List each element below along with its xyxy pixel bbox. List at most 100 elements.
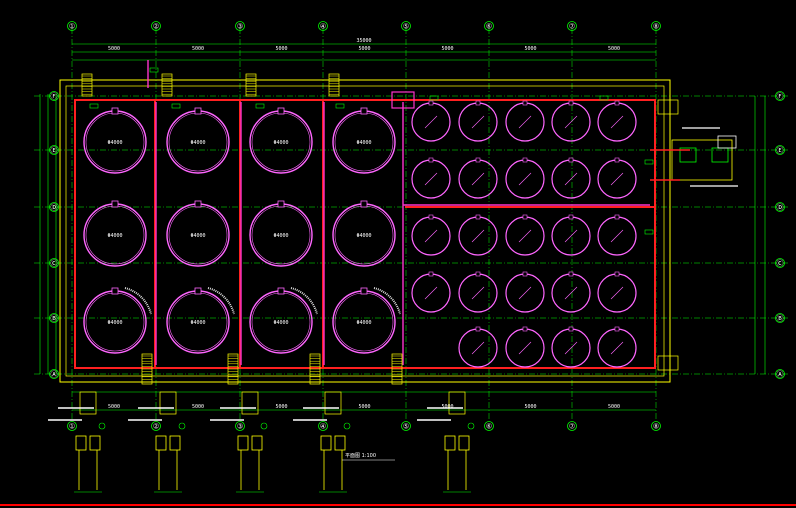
tank-inlet xyxy=(194,287,202,295)
stair xyxy=(328,73,340,97)
axis-label-1: ① xyxy=(69,22,75,30)
axis-bubble-row-5 xyxy=(775,313,785,323)
wall-tag xyxy=(89,103,99,109)
dim-text-bottom-2: 5000 xyxy=(192,404,204,410)
pump-marker xyxy=(98,422,106,430)
pump-box xyxy=(155,435,167,451)
axis-label-row-4: Ⓒ xyxy=(51,259,58,267)
tank-label: Φ4000 xyxy=(107,140,122,146)
axis-bubble-8 xyxy=(651,21,661,31)
axis-bubble-row-4 xyxy=(49,258,59,268)
pump-box xyxy=(169,435,181,451)
large-tanks: Φ4000Φ4000Φ4000Φ4000Φ4000Φ4000Φ4000Φ4000… xyxy=(83,107,401,354)
small-tank-inlet xyxy=(428,214,434,220)
small-tank-mark xyxy=(610,286,624,300)
axis-bubble-row-3 xyxy=(49,202,59,212)
stair xyxy=(81,73,93,97)
pump-frame xyxy=(159,391,177,415)
dim-text-5: 5000 xyxy=(441,46,453,52)
small-tank-mark xyxy=(610,115,624,129)
wall-tag xyxy=(171,103,181,109)
small-tank-mark xyxy=(610,172,624,186)
outer-walls xyxy=(59,79,671,383)
small-tank-mark xyxy=(424,115,438,129)
pump-box xyxy=(237,435,249,451)
axis-bubble-row-6 xyxy=(775,369,785,379)
small-tank-inlet xyxy=(568,214,574,220)
axis-bubble-row-3 xyxy=(775,202,785,212)
axis-bubble-3 xyxy=(235,21,245,31)
annotations: 5000500050005000500050005000500050005000… xyxy=(89,38,654,410)
small-tank-inlet xyxy=(475,157,481,163)
axis-bubble-2 xyxy=(151,21,161,31)
dim-text-bottom-3: 5000 xyxy=(275,404,287,410)
small-tank-mark xyxy=(424,172,438,186)
axis-bubble-6 xyxy=(484,421,494,431)
tank-label: Φ4000 xyxy=(273,320,288,326)
small-tank-inlet xyxy=(522,271,528,277)
pump-box xyxy=(251,435,263,451)
small-tank-mark xyxy=(610,341,624,355)
small-tank-mark xyxy=(471,229,485,243)
pump-frame xyxy=(241,391,259,415)
small-tank-mark xyxy=(610,229,624,243)
axis-bubble-6 xyxy=(484,21,494,31)
axis-bubble-1 xyxy=(67,421,77,431)
axis-label-row-2: Ⓔ xyxy=(51,146,58,154)
tank-inlet xyxy=(111,200,119,208)
tank-label: Φ4000 xyxy=(190,233,205,239)
axis-label-row-5: Ⓑ xyxy=(51,314,58,322)
small-tank-mark xyxy=(518,341,532,355)
stair xyxy=(161,73,173,97)
small-tank-inlet xyxy=(614,326,620,332)
axis-bubble-row-5 xyxy=(49,313,59,323)
axis-label-row-3: Ⓓ xyxy=(777,203,784,211)
small-tank-mark xyxy=(471,115,485,129)
small-tank-inlet xyxy=(614,214,620,220)
small-tank-mark xyxy=(424,229,438,243)
pump-box xyxy=(89,435,101,451)
wall-tag xyxy=(429,95,439,101)
small-tank-inlet xyxy=(522,214,528,220)
axis-label-row-1: Ⓕ xyxy=(51,92,58,100)
tank-label: Φ4000 xyxy=(356,233,371,239)
tank-label: Φ4000 xyxy=(107,233,122,239)
pump-marker xyxy=(178,422,186,430)
small-tank-inlet xyxy=(614,100,620,106)
small-tank-inlet xyxy=(568,271,574,277)
tank-inlet xyxy=(360,287,368,295)
small-tank-mark xyxy=(518,115,532,129)
small-tank-mark xyxy=(518,172,532,186)
axis-label-4: ④ xyxy=(320,22,326,30)
wall-tag xyxy=(599,95,609,101)
small-tank-inlet xyxy=(522,100,528,106)
axis-label-5: ⑤ xyxy=(403,422,409,430)
axis-bubble-row-1 xyxy=(775,91,785,101)
wall-tag xyxy=(255,103,265,109)
axis-label-7: ⑦ xyxy=(569,422,575,430)
axis-bubble-4 xyxy=(318,21,328,31)
axis-label-8: ⑧ xyxy=(653,422,659,430)
tank-inlet xyxy=(360,200,368,208)
axis-label-row-6: Ⓐ xyxy=(777,370,784,378)
pump-box xyxy=(75,435,87,451)
small-tank-mark xyxy=(564,115,578,129)
top-dimension-lines xyxy=(72,43,656,61)
dim-text-bottom-5: 5000 xyxy=(441,404,453,410)
axis-label-7: ⑦ xyxy=(569,22,575,30)
axis-bubble-row-2 xyxy=(775,145,785,155)
small-tank-mark xyxy=(471,341,485,355)
tank-label: Φ4000 xyxy=(273,140,288,146)
small-tank-inlet xyxy=(522,157,528,163)
axis-bubble-row-6 xyxy=(49,369,59,379)
axis-label-3: ③ xyxy=(237,22,243,30)
axis-bubble-2 xyxy=(151,421,161,431)
axis-bubble-row-2 xyxy=(49,145,59,155)
magenta-pipe-network xyxy=(147,60,650,365)
dim-text-6: 5000 xyxy=(524,46,536,52)
wall-tag xyxy=(149,67,159,73)
small-tank-inlet xyxy=(568,100,574,106)
axis-label-row-3: Ⓓ xyxy=(51,203,58,211)
small-tank-inlet xyxy=(475,100,481,106)
